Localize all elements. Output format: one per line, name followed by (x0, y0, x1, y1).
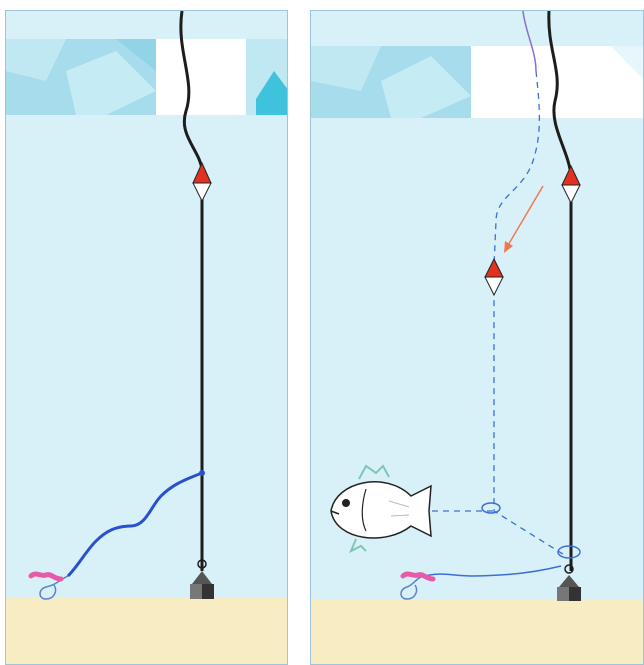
dashed-line-previous-position (493, 70, 567, 557)
water-background (311, 11, 643, 664)
float (561, 164, 581, 205)
sandy-bottom (6, 598, 287, 664)
movement-arrow (504, 185, 544, 253)
dashed-ring (481, 502, 501, 514)
float (192, 161, 212, 203)
water-surface (6, 39, 287, 115)
panel-right (310, 10, 644, 665)
water-background (6, 11, 287, 664)
bait-worm (400, 571, 436, 582)
sinker (557, 564, 581, 601)
bait-worm (28, 571, 64, 582)
fish (330, 464, 432, 554)
panel-left (5, 10, 288, 665)
water-surface (311, 46, 643, 118)
hook (400, 576, 422, 600)
leader-line (66, 471, 203, 578)
main-line (179, 11, 204, 571)
sandy-bottom (311, 599, 643, 664)
leader-knot (199, 470, 205, 476)
sinker (190, 571, 214, 599)
swivel-ring (557, 545, 581, 559)
left-scene (6, 11, 287, 664)
hook (39, 575, 69, 600)
previous-line (522, 11, 537, 72)
main-line (547, 11, 573, 571)
swivel (197, 559, 207, 569)
displaced-float (484, 257, 504, 297)
right-scene (311, 11, 643, 664)
leader-line (420, 565, 562, 578)
